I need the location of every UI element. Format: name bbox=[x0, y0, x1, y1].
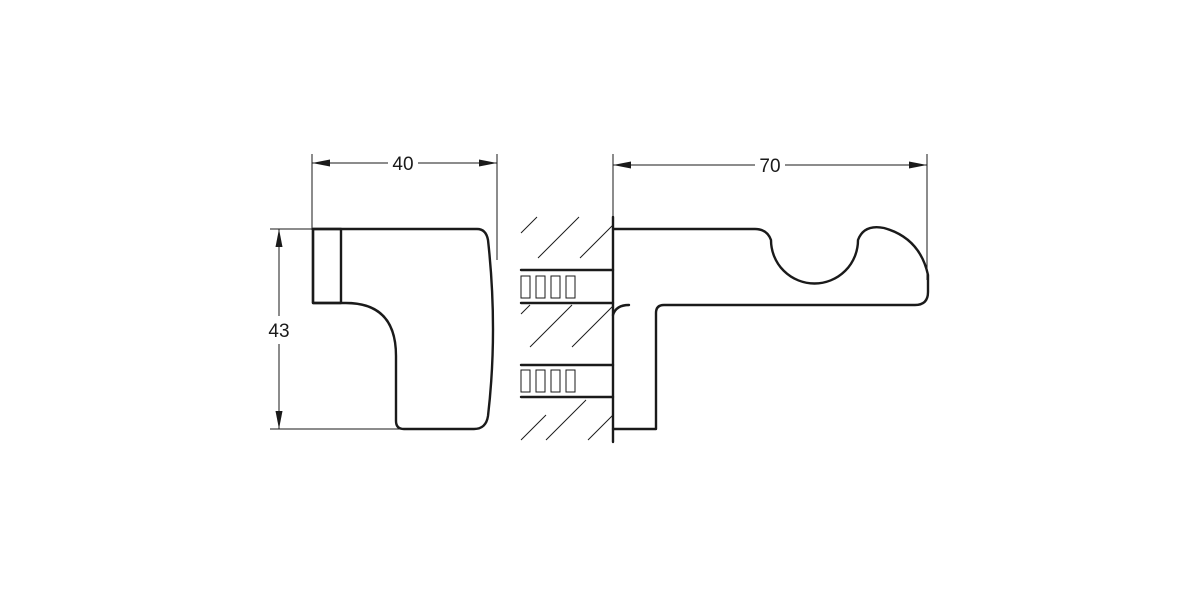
dimension-side-depth-label: 70 bbox=[759, 156, 780, 177]
dimension-front-height: 43 bbox=[268, 228, 400, 430]
side-view-hook bbox=[611, 226, 930, 431]
dimension-side-depth: 70 bbox=[612, 154, 928, 280]
wall-anchor-lower bbox=[519, 363, 615, 399]
dimension-front-width-label: 40 bbox=[392, 154, 413, 175]
dimension-front-height-label: 43 bbox=[268, 321, 289, 342]
wall-anchor-upper bbox=[519, 268, 615, 305]
front-view-body bbox=[311, 227, 495, 431]
front-view-cap bbox=[311, 227, 343, 305]
dimension-front-width: 40 bbox=[311, 154, 498, 260]
side-view bbox=[611, 226, 930, 431]
wall-section bbox=[520, 215, 615, 444]
front-view bbox=[311, 227, 495, 431]
side-view-wall-plate bbox=[611, 303, 631, 317]
